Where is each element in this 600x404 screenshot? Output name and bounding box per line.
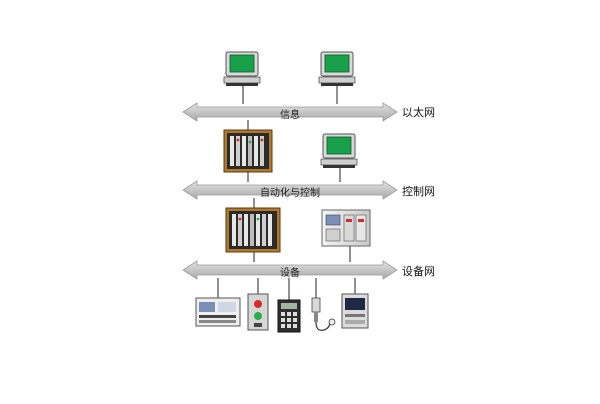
bus-controlnet: [182, 180, 398, 200]
computer-icon: [223, 51, 261, 86]
keypad-terminal-icon: [277, 299, 301, 333]
drive-unit-icon: [195, 297, 241, 327]
connectors: [217, 84, 356, 300]
sensor-probe-icon: [311, 297, 336, 331]
bus-label-devicenet: 设备: [280, 268, 300, 279]
network-label-devicenet: 设备网: [402, 265, 435, 278]
network-label-controlnet: 控制网: [402, 185, 435, 198]
push-button-station-icon: [247, 293, 269, 331]
plc-rack-icon: [225, 207, 281, 253]
computer-icon: [318, 51, 356, 86]
bus-devicenet: [182, 260, 398, 280]
bus-label-controlnet: 自动化与控制: [260, 188, 320, 199]
bus-arrow: [182, 102, 398, 122]
bus-ethernet: [182, 102, 398, 122]
computer-icon: [320, 133, 358, 168]
bus-label-ethernet: 信息: [280, 110, 300, 121]
controller-cabinet-icon: [321, 209, 371, 247]
network-label-ethernet: 以太网: [402, 106, 435, 119]
operator-panel-icon: [341, 293, 369, 329]
bus-arrow: [182, 180, 398, 200]
bus-arrow: [182, 260, 398, 280]
plc-rack-icon: [223, 129, 273, 173]
